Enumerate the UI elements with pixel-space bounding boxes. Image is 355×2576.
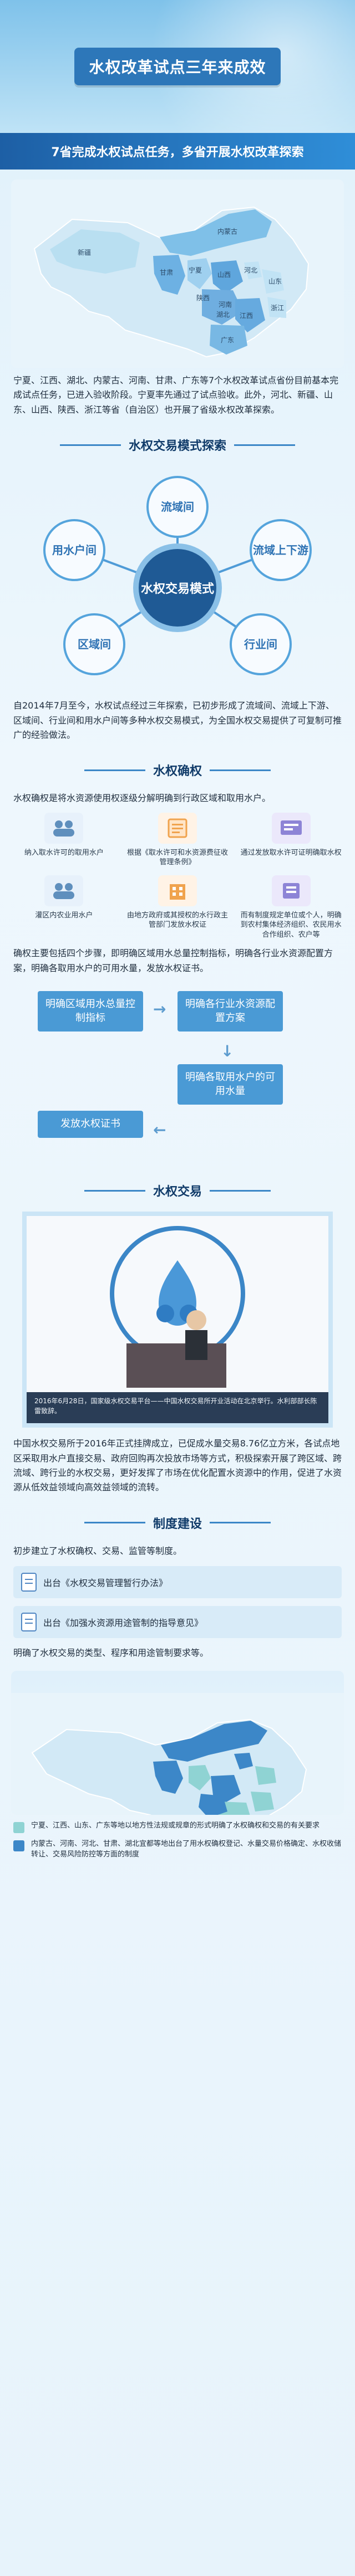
- document-icon: [158, 812, 197, 844]
- map-label-neimenggu: 内蒙古: [217, 227, 237, 235]
- flow-item-5: 由地方政府或其授权的水行政主管部门发放水权证: [126, 875, 230, 940]
- china-map-2: [11, 1670, 344, 1815]
- step-4: 发放水权证书: [38, 1111, 143, 1138]
- hero-banner: 水权改革试点三年来成效: [0, 0, 355, 133]
- arrow-left-icon: ←: [153, 1121, 166, 1140]
- section3-paragraph: 确权主要包括四个步骤，即明确区域用水总量控制指标，明确各行业水资源配置方案，明确…: [13, 948, 333, 973]
- map-label-jiangxi: 江西: [240, 312, 253, 320]
- rights-steps: 明确区域用水总量控制指标 → 明确各行业水资源配置方案 ↓ 明确各取用水户的可用…: [22, 986, 333, 1163]
- trade-node-industries: 行业间: [230, 613, 292, 676]
- rights-flow: 纳入取水许可的取用水户 根据《取水许可和水资源费征收管理条例》 通过发放取水许可…: [0, 812, 355, 940]
- trade-mode-diagram: 用水户间 流域间 流域上下游 区域间 行业间 水权交易模式: [11, 466, 344, 699]
- building-icon: [158, 875, 197, 906]
- policy-doc-1: 出台《水权交易管理暂行办法》: [13, 1566, 342, 1599]
- map-label-zhejiang: 浙江: [271, 304, 284, 312]
- flow-text-5: 由地方政府或其授权的水行政主管部门发放水权证: [126, 911, 228, 930]
- map-label-hubei: 湖北: [216, 310, 230, 319]
- map-label-gansu: 甘肃: [160, 269, 173, 276]
- section4-paragraph: 中国水权交易所于2016年正式挂牌成立，已促成水量交易8.76亿立方米，各试点地…: [13, 1438, 342, 1493]
- map-label-xinjiang: 新疆: [78, 248, 91, 256]
- map2-svg: [11, 1692, 344, 1815]
- step-1: 明确区域用水总量控制指标: [38, 991, 143, 1032]
- legend-swatch-blue: [13, 1840, 24, 1851]
- section4-heading: 水权交易: [0, 1182, 355, 1199]
- section5-heading: 制度建设: [0, 1514, 355, 1532]
- arrow-right-icon: →: [153, 1000, 166, 1019]
- legend-row-1: 宁夏、江西、山东、广东等地以地方性法规或规章的形式明确了水权确权和交易的有关要求: [0, 1820, 355, 1833]
- section1-paragraph: 宁夏、江西、湖北、内蒙古、河南、甘肃、广东等7个水权改革试点省份目前基本完成试点…: [13, 375, 339, 415]
- photo-svg: [27, 1216, 328, 1424]
- certificate-icon: [271, 812, 311, 844]
- section5-intro: 初步建立了水权确权、交易、监管等制度。: [13, 1545, 182, 1556]
- flow-text-2: 根据《取水许可和水资源费征收管理条例》: [126, 848, 228, 867]
- policy-doc-2: 出台《加强水资源用途管制的指导意见》: [13, 1606, 342, 1639]
- section2-heading: 水权交易模式探索: [0, 436, 355, 454]
- map-svg: 新疆 内蒙古 甘肃 宁夏 陕西 山西 河南 湖北 江西 广东 浙江 山东 河北: [11, 179, 344, 368]
- flow-text-4: 灌区内农业用水户: [35, 911, 93, 920]
- map-label-shandong: 山东: [268, 278, 282, 285]
- legend-swatch-teal: [13, 1821, 24, 1833]
- map-label-guangdong: 广东: [221, 336, 234, 344]
- trade-node-upstream-downstream: 流域上下游: [250, 519, 312, 582]
- map-label-ningxia: 宁夏: [189, 266, 202, 274]
- trade-node-users: 用水户间: [43, 519, 105, 582]
- china-map-1: 新疆 内蒙古 甘肃 宁夏 陕西 山西 河南 湖北 江西 广东 浙江 山东 河北: [11, 179, 344, 368]
- policy-doc-1-label: 出台《水权交易管理暂行办法》: [43, 1578, 168, 1589]
- people-icon: [44, 875, 84, 906]
- section-band-1: 7省完成水权试点任务，多省开展水权改革探索: [0, 133, 355, 170]
- map-label-shaanxi: 陕西: [196, 294, 210, 302]
- document-icon: [21, 1613, 37, 1632]
- flow-item-4: 灌区内农业用水户: [12, 875, 116, 940]
- section3-heading: 水权确权: [0, 761, 355, 779]
- flow-text-6: 而有制度规定单位或个人，明确到农村集体经济组织、农民用水合作组织、农户等: [240, 911, 342, 939]
- trade-center: 水权交易模式: [139, 549, 216, 627]
- flow-item-2: 根据《取水许可和水资源费征收管理条例》: [126, 812, 230, 868]
- page-title: 水权改革试点三年来成效: [74, 48, 281, 85]
- flow-item-6: 而有制度规定单位或个人，明确到农村集体经济组织、农民用水合作组织、农户等: [239, 875, 343, 940]
- photo-caption: 2016年6月28日，国家级水权交易平台——中国水权交易所开业活动在北京举行。水…: [27, 1392, 328, 1424]
- section2-paragraph: 自2014年7月至今，水权试点经过三年探索，已初步形成了流域间、流域上下游、区域…: [13, 700, 342, 740]
- flow-item-3: 通过发放取水许可证明确取水权: [239, 812, 343, 868]
- ceremony-photo: 2016年6月28日，国家级水权交易平台——中国水权交易所开业活动在北京举行。水…: [22, 1212, 333, 1428]
- bill-icon: [271, 875, 311, 906]
- policy-doc-2-label: 出台《加强水资源用途管制的指导意见》: [43, 1618, 204, 1629]
- section5-outro: 明确了水权交易的类型、程序和用途管制要求等。: [13, 1648, 209, 1659]
- arrow-down-icon: ↓: [221, 1042, 234, 1061]
- flow-text-1: 纳入取水许可的取用水户: [24, 848, 104, 857]
- flow-text-3: 通过发放取水许可证明确取水权: [240, 848, 342, 857]
- legend-row-2: 内蒙古、河南、河北、甘肃、湖北宜都等地出台了用水权确权登记、水量交易价格确定、水…: [0, 1839, 355, 1860]
- map-label-hebei: 河北: [244, 266, 257, 274]
- step-3: 明确各取用水户的可用水量: [178, 1064, 283, 1105]
- trade-node-regions: 区域间: [63, 613, 125, 676]
- people-icon: [44, 812, 84, 844]
- map-label-henan: 河南: [219, 300, 232, 309]
- legend-text-1: 宁夏、江西、山东、广东等地以地方性法规或规章的形式明确了水权确权和交易的有关要求: [31, 1821, 320, 1830]
- step-2: 明确各行业水资源配置方案: [178, 991, 283, 1032]
- map-label-shanxi: 山西: [217, 271, 231, 279]
- document-icon: [21, 1573, 37, 1592]
- trade-node-basins: 流域间: [146, 476, 209, 538]
- flow-item-1: 纳入取水许可的取用水户: [12, 812, 116, 868]
- section3-intro: 水权确权是将水资源使用权逐级分解明确到行政区域和取用水户。: [13, 793, 271, 804]
- legend-text-2: 内蒙古、河南、河北、甘肃、湖北宜都等地出台了用水权确权登记、水量交易价格确定、水…: [31, 1839, 342, 1859]
